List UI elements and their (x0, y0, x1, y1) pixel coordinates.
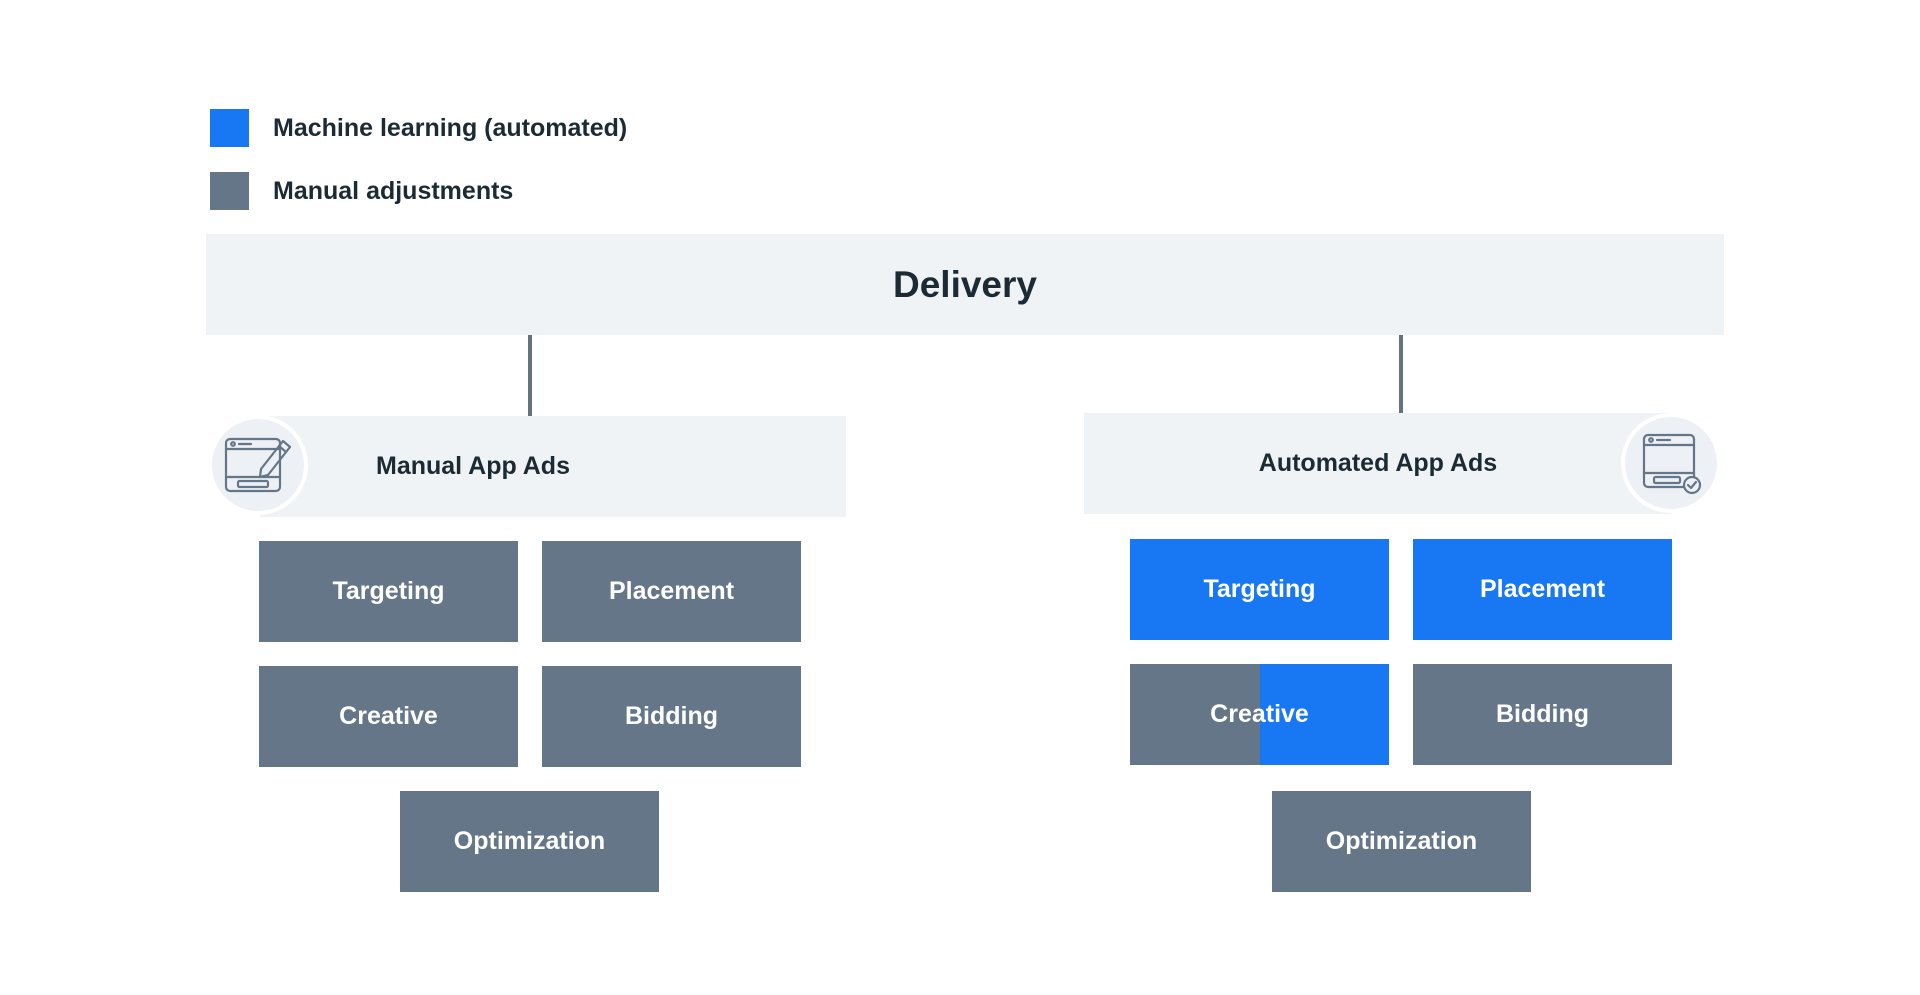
connector-automated (1399, 335, 1403, 413)
automated-tile-bidding-label: Bidding (1495, 700, 1590, 728)
delivery-node: Delivery (206, 234, 1724, 335)
manual-tile-bidding: Bidding (542, 666, 801, 767)
manual-app-ads-title: Manual App Ads (376, 452, 570, 480)
automated-tile-placement: Placement (1413, 539, 1672, 640)
ad-check-icon (1621, 413, 1721, 513)
automated-tile-optimization-label: Optimization (1325, 827, 1478, 855)
delivery-label: Delivery (893, 263, 1037, 305)
manual-tile-creative: Creative (259, 666, 518, 767)
manual-tile-placement-label: Placement (608, 577, 735, 605)
legend-label-manual: Manual adjustments (273, 176, 514, 205)
automated-tile-creative: Creative (1130, 664, 1389, 765)
manual-tile-creative-label: Creative (339, 702, 438, 730)
legend-swatch-manual (210, 172, 249, 210)
creative-automated-half (1260, 664, 1389, 765)
automated-tile-optimization: Optimization (1272, 791, 1531, 892)
automated-tile-creative-label: Creative (1210, 700, 1309, 728)
automated-tile-targeting-label: Targeting (1203, 575, 1316, 603)
automated-app-ads-node: Automated App Ads (1084, 413, 1672, 514)
manual-tile-optimization: Optimization (400, 791, 659, 892)
legend-label-ml: Machine learning (automated) (273, 113, 628, 142)
legend-item-ml: Machine learning (automated) (210, 108, 627, 148)
creative-manual-half (1130, 664, 1260, 765)
automated-app-ads-title: Automated App Ads (1258, 449, 1498, 477)
automated-tile-targeting: Targeting (1130, 539, 1389, 640)
legend-swatch-ml (210, 109, 249, 147)
ad-edit-icon (208, 415, 308, 515)
automated-tile-bidding: Bidding (1413, 664, 1672, 765)
connector-manual (528, 335, 532, 416)
manual-tile-targeting: Targeting (259, 541, 518, 642)
automated-tile-placement-label: Placement (1479, 575, 1606, 603)
manual-tile-placement: Placement (542, 541, 801, 642)
manual-app-ads-node: Manual App Ads (260, 416, 846, 517)
manual-tile-targeting-label: Targeting (332, 577, 445, 605)
legend-item-manual: Manual adjustments (210, 171, 513, 211)
manual-tile-optimization-label: Optimization (453, 827, 606, 855)
manual-tile-bidding-label: Bidding (624, 702, 719, 730)
